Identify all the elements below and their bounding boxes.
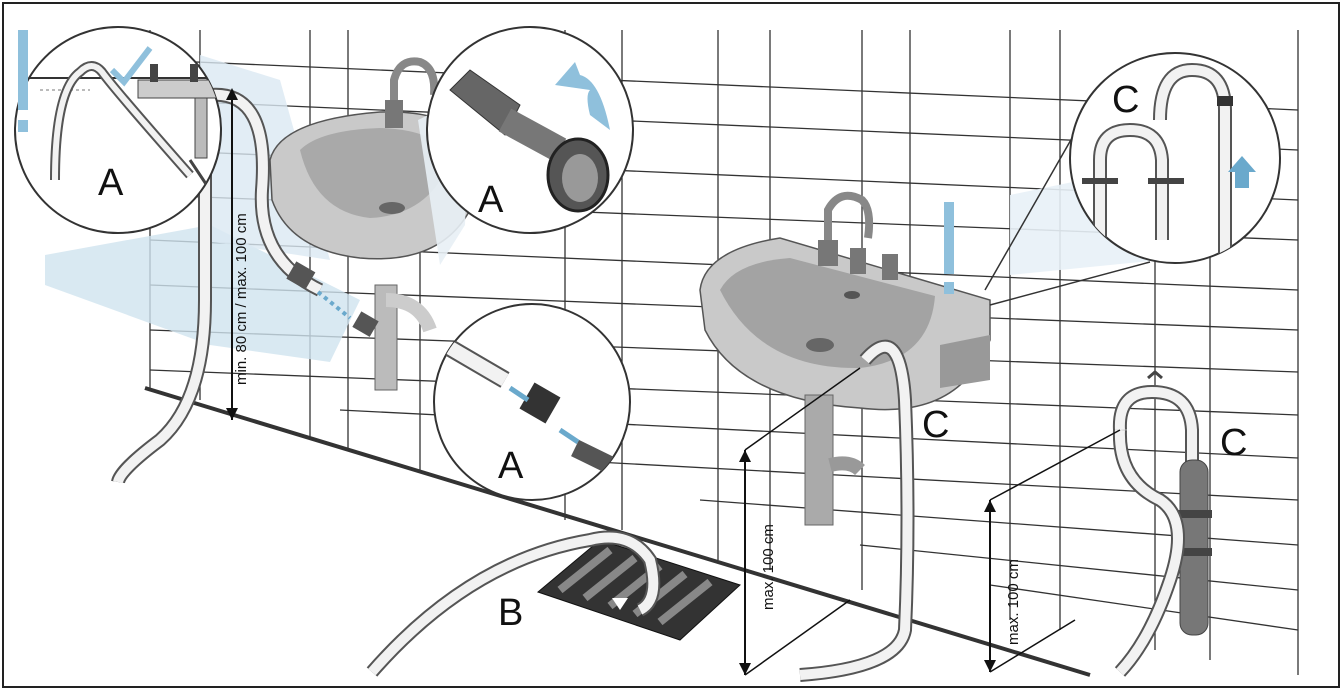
- right-height-measure: max. 100 cm: [984, 429, 1121, 673]
- detail-middle: A: [433, 303, 631, 501]
- checkmark-icon: [109, 46, 153, 87]
- right-height-label: max. 100 cm: [1005, 559, 1022, 645]
- label-c-1: C: [1112, 79, 1139, 121]
- detail-top-middle: A: [426, 26, 634, 234]
- left-height-label: min. 80 cm / max. 100 cm: [233, 213, 250, 385]
- exclamation-icon: [18, 30, 28, 110]
- up-arrow-icon: [1228, 156, 1256, 188]
- right-standpipe: [1112, 370, 1212, 677]
- detail-top-right: C: [1069, 52, 1281, 264]
- label-a-3: A: [498, 445, 524, 487]
- exclamation-icon-middle: [944, 202, 954, 274]
- label-a-2: A: [478, 179, 504, 221]
- left-sink: [269, 57, 471, 391]
- middle-height-measure: max. 100 cm: [739, 367, 861, 676]
- left-height-measure: min. 80 cm / max. 100 cm: [226, 88, 250, 420]
- floor-drain: [366, 530, 741, 677]
- label-c-2: C: [922, 404, 949, 446]
- label-a-1: A: [98, 162, 124, 204]
- label-b: B: [498, 592, 523, 634]
- arrow-icon: [555, 62, 610, 130]
- detail-top-left: A: [14, 26, 222, 234]
- detail-pointer-1: [984, 137, 1073, 291]
- detail-pointer-2: [989, 261, 1151, 306]
- middle-height-label: max. 100 cm: [760, 524, 777, 610]
- label-c-3: C: [1220, 422, 1247, 464]
- exclamation-dot: [944, 282, 954, 294]
